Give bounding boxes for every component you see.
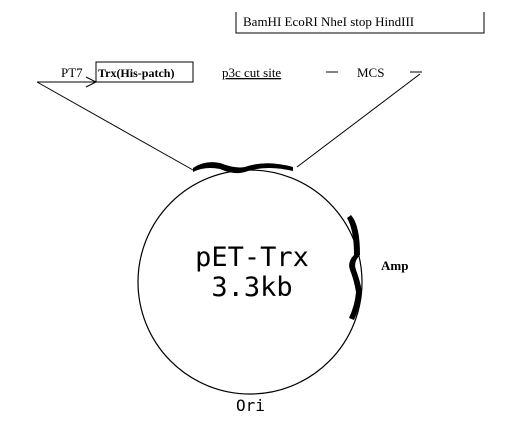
amp-label: Amp: [381, 258, 408, 273]
trx-tag-label: Trx(His-patch): [98, 66, 174, 80]
promoter-label: PT7: [61, 65, 83, 80]
plasmid-name: pET-Trx: [195, 242, 309, 273]
ori-label: Ori: [236, 396, 265, 415]
leader-line-right: [296, 73, 421, 168]
mcs-sites-label: BamHI EcoRI NheI stop HindIII: [243, 14, 414, 29]
trx-tag-box: [95, 61, 194, 83]
plasmid-size: 3.3kb: [211, 272, 292, 303]
amp-gene-arc: [347, 215, 362, 320]
leader-line-left: [36, 81, 194, 171]
mcs-bracket: [235, 12, 485, 34]
mcs-label: MCS: [357, 65, 384, 80]
cut-site-label: p3c cut site: [222, 65, 281, 80]
insert-region-arc: [193, 162, 293, 174]
